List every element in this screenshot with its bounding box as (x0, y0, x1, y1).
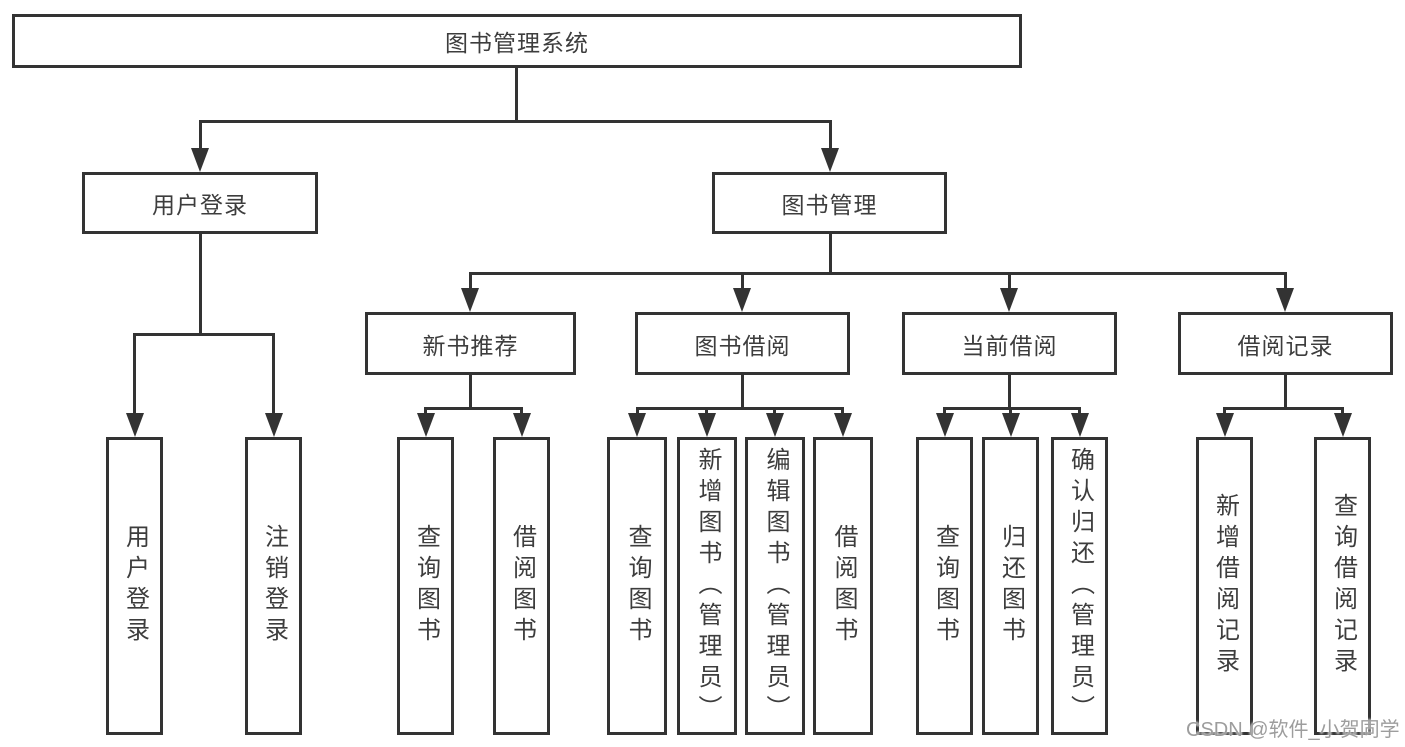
connector-records-stem (1284, 375, 1287, 407)
arrow-to-cu-leaf2 (1002, 413, 1020, 437)
node-new-books-label: 新书推荐 (422, 332, 519, 359)
connector-records-bus (1223, 407, 1344, 410)
connector-stem-bw-leaf3 (773, 407, 776, 417)
connector-stem-user-login (199, 120, 202, 152)
node-new-books: 新书推荐 (365, 312, 576, 375)
connector-stem-rc-leaf2 (1341, 407, 1344, 417)
arrow-to-leaf-logout (265, 413, 283, 437)
connector-stem-bw-leaf4 (841, 407, 844, 417)
arrow-to-bw-leaf1 (628, 413, 646, 437)
connector-stem-current (1008, 272, 1011, 292)
node-records: 借阅记录 (1178, 312, 1393, 375)
leaf-user-login: 用户登录 (106, 437, 163, 735)
connector-book-mgmt-stem (829, 234, 832, 272)
node-current-label: 当前借阅 (961, 332, 1058, 359)
node-user-login: 用户登录 (82, 172, 318, 234)
node-book-mgmt: 图书管理 (712, 172, 947, 234)
node-borrow-label: 图书借阅 (694, 332, 791, 359)
leaf-nb-borrow-books: 借阅图书 (493, 437, 550, 735)
arrow-to-rc-leaf2 (1334, 413, 1352, 437)
leaf-logout: 注销登录 (245, 437, 302, 735)
connector-stem-cu-leaf2 (1009, 407, 1012, 417)
leaf-bw-query-books: 查询图书 (607, 437, 667, 735)
connector-stem-book-mgmt (829, 120, 832, 152)
leaf-bw-add-books-admin: 新增图书（管理员） (677, 437, 737, 735)
node-book-mgmt-label: 图书管理 (781, 192, 878, 218)
node-borrow: 图书借阅 (635, 312, 850, 375)
connector-borrow-stem (741, 375, 744, 407)
node-current: 当前借阅 (902, 312, 1117, 375)
connector-stem-rc-leaf1 (1223, 407, 1226, 417)
leaf-rc-query-record: 查询借阅记录 (1314, 437, 1371, 735)
connector-root-stem (515, 68, 518, 122)
arrow-to-book-mgmt (821, 148, 839, 172)
leaf-bw-query-books-label: 查询图书 (624, 524, 651, 648)
connector-stem-bw-leaf1 (636, 407, 639, 417)
leaf-bw-borrow-books: 借阅图书 (813, 437, 873, 735)
leaf-rc-add-record-label: 新增借阅记录 (1211, 493, 1239, 679)
arrow-to-bw-leaf2 (698, 413, 716, 437)
leaf-bw-add-books-admin-label: 新增图书（管理员） (694, 446, 721, 726)
arrow-to-borrow (733, 288, 751, 312)
connector-root-bus (199, 120, 831, 123)
leaf-bw-edit-books-admin: 编辑图书（管理员） (745, 437, 805, 735)
node-records-label: 借阅记录 (1237, 332, 1334, 359)
connector-user-login-stem (199, 234, 202, 333)
arrow-to-bw-leaf3 (766, 413, 784, 437)
leaf-rc-add-record: 新增借阅记录 (1196, 437, 1253, 735)
csdn-watermark: CSDN @软件_小贺同学 (1186, 719, 1400, 741)
connector-new-books-bus (424, 407, 523, 410)
connector-stem-leaf-login (133, 333, 136, 417)
connector-stem-nb-leaf1 (424, 407, 427, 417)
connector-stem-nb-leaf2 (520, 407, 523, 417)
arrow-to-rc-leaf1 (1216, 413, 1234, 437)
connector-current-stem (1008, 375, 1011, 407)
leaf-cu-query-books-label: 查询图书 (931, 524, 959, 648)
connector-stem-borrow (741, 272, 744, 292)
arrow-to-nb-leaf2 (513, 413, 531, 437)
leaf-bw-edit-books-admin-label: 编辑图书（管理员） (762, 446, 789, 726)
leaf-cu-return-books-label: 归还图书 (997, 524, 1025, 648)
leaf-nb-query-books-label: 查询图书 (412, 524, 440, 648)
connector-stem-cu-leaf1 (943, 407, 946, 417)
arrow-to-records (1276, 288, 1294, 312)
node-root-label: 图书管理系统 (445, 30, 589, 56)
leaf-cu-confirm-return-admin: 确认归还（管理员） (1051, 437, 1108, 735)
connector-stem-cu-leaf3 (1078, 407, 1081, 417)
connector-borrow-bus (636, 407, 844, 410)
connector-stem-bw-leaf2 (705, 407, 708, 417)
connector-new-books-stem (469, 375, 472, 407)
leaf-bw-borrow-books-label: 借阅图书 (830, 524, 857, 648)
connector-user-login-bus (133, 333, 274, 336)
arrow-to-nb-leaf1 (417, 413, 435, 437)
arrow-to-bw-leaf4 (834, 413, 852, 437)
arrow-to-current (1000, 288, 1018, 312)
node-root: 图书管理系统 (12, 14, 1022, 68)
node-user-login-label: 用户登录 (152, 192, 248, 218)
connector-stem-leaf-logout (272, 333, 275, 417)
leaf-logout-label: 注销登录 (260, 524, 288, 648)
leaf-cu-query-books: 查询图书 (916, 437, 973, 735)
connector-stem-records (1284, 272, 1287, 292)
connector-book-mgmt-bus (469, 272, 1287, 275)
leaf-nb-query-books: 查询图书 (397, 437, 454, 735)
leaf-cu-return-books: 归还图书 (982, 437, 1039, 735)
arrow-to-leaf-login (126, 413, 144, 437)
leaf-cu-confirm-return-admin-label: 确认归还（管理员） (1066, 446, 1094, 726)
arrow-to-cu-leaf1 (936, 413, 954, 437)
leaf-rc-query-record-label: 查询借阅记录 (1329, 493, 1357, 679)
connector-stem-new-books (469, 272, 472, 292)
leaf-nb-borrow-books-label: 借阅图书 (508, 524, 536, 648)
arrow-to-cu-leaf3 (1071, 413, 1089, 437)
arrow-to-user-login (191, 148, 209, 172)
arrow-to-new-books (461, 288, 479, 312)
leaf-user-login-label: 用户登录 (121, 524, 149, 648)
connector-current-bus (943, 407, 1081, 410)
